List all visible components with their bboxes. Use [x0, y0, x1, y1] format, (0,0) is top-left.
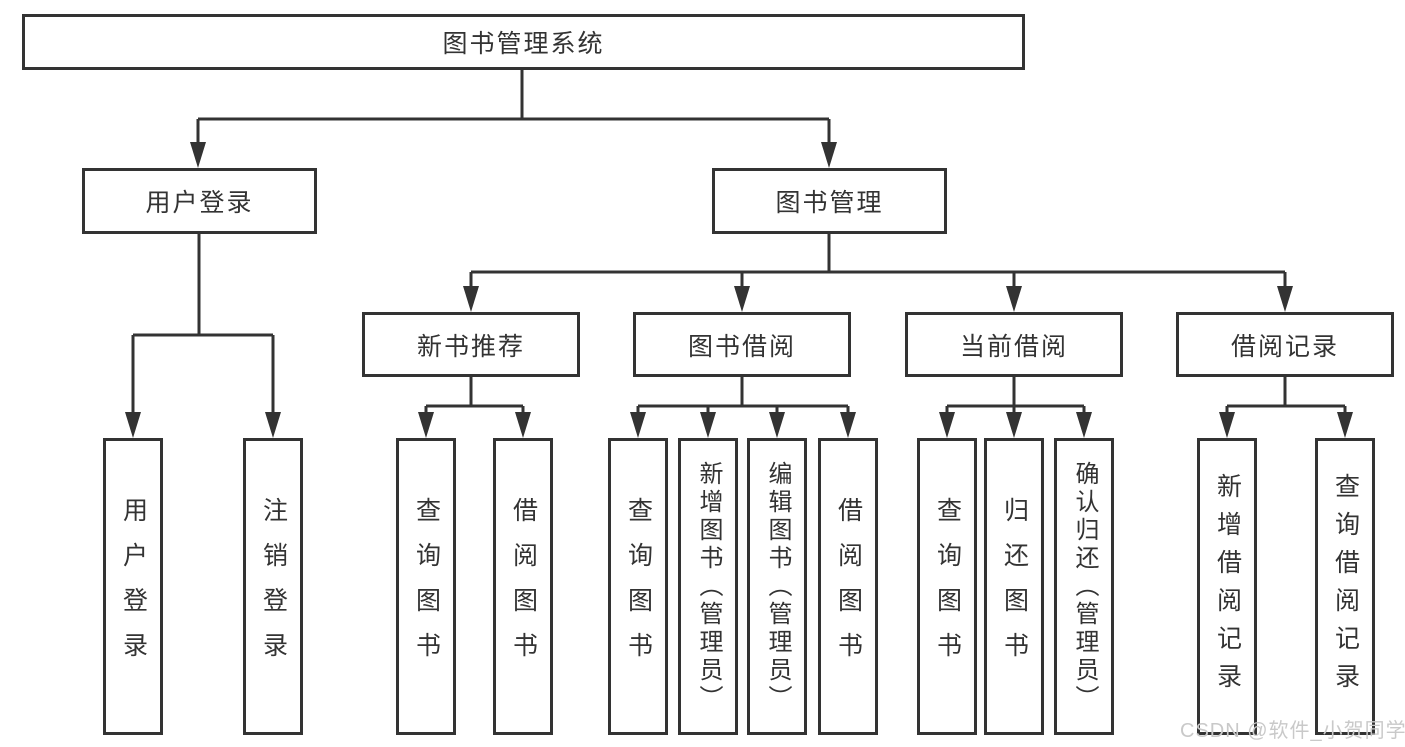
leaf-borrow-books: 借阅图书	[818, 438, 878, 735]
arrowhead	[840, 412, 856, 438]
arrowhead	[125, 412, 141, 438]
leaf-user-login: 用户登录	[103, 438, 163, 735]
arrowhead	[734, 286, 750, 312]
connector-paths	[131, 68, 1347, 414]
arrowhead	[700, 412, 716, 438]
arrowhead	[1277, 286, 1293, 312]
node-new-book-recommend: 新书推荐	[362, 312, 580, 377]
leaf-query-books-recommend: 查询图书	[396, 438, 456, 735]
arrowhead	[515, 412, 531, 438]
arrowhead	[821, 142, 837, 168]
leaf-add-books-admin: 新增图书（管理员）	[678, 438, 738, 735]
node-book-management: 图书管理	[712, 168, 947, 234]
arrowhead	[769, 412, 785, 438]
leaf-edit-books-admin: 编辑图书（管理员）	[747, 438, 807, 735]
node-current-borrow: 当前借阅	[905, 312, 1123, 377]
node-library-management-system: 图书管理系统	[22, 14, 1025, 70]
arrowhead	[1006, 412, 1022, 438]
leaf-query-books-current: 查询图书	[917, 438, 977, 735]
leaf-confirm-return-admin: 确认归还（管理员）	[1054, 438, 1114, 735]
leaf-return-books: 归还图书	[984, 438, 1044, 735]
arrowhead	[1006, 286, 1022, 312]
arrowhead	[265, 412, 281, 438]
arrowheads	[125, 142, 1353, 438]
leaf-logout: 注销登录	[243, 438, 303, 735]
arrowhead	[1337, 412, 1353, 438]
arrowhead	[418, 412, 434, 438]
node-book-borrow: 图书借阅	[633, 312, 851, 377]
node-user-login: 用户登录	[82, 168, 317, 234]
arrowhead	[939, 412, 955, 438]
leaf-add-borrow-record: 新增借阅记录	[1197, 438, 1257, 735]
arrowhead	[463, 286, 479, 312]
arrowhead	[1219, 412, 1235, 438]
csdn-watermark: CSDN @软件_小贺同学	[1180, 720, 1405, 742]
leaf-query-borrow-record: 查询借阅记录	[1315, 438, 1375, 735]
arrowhead	[630, 412, 646, 438]
leaf-borrow-books-recommend: 借阅图书	[493, 438, 553, 735]
arrowhead	[1076, 412, 1092, 438]
leaf-query-books-borrow: 查询图书	[608, 438, 668, 735]
arrowhead	[190, 142, 206, 168]
node-borrow-records: 借阅记录	[1176, 312, 1394, 377]
